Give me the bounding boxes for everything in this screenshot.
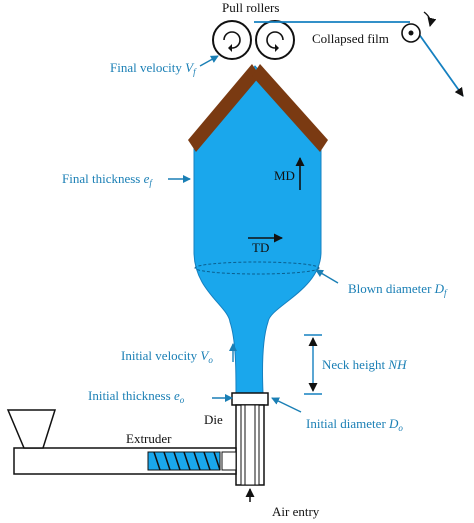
final-thickness-label: Final thickness ef [62, 171, 153, 188]
initial-diameter-arrow [271, 397, 302, 413]
collapsed-film-line-out [415, 29, 464, 97]
pull-rollers-label: Pull rollers [222, 0, 279, 15]
blown-diameter-ellipse [194, 261, 320, 275]
collapsing-board-left [188, 64, 260, 152]
final-velocity-arrow [199, 55, 219, 67]
guide-roller-arrow [423, 11, 437, 27]
hopper [6, 409, 57, 449]
air-entry-label: Air entry [272, 504, 320, 519]
md-label: MD [274, 168, 295, 183]
collapsing-board-right [252, 64, 328, 152]
neck-height-label: Neck height NH [322, 357, 407, 372]
die-label: Die [204, 412, 223, 427]
guide-roller [401, 23, 421, 43]
pull-roller-right [255, 20, 295, 60]
extruder-label: Extruder [126, 431, 172, 446]
td-label: TD [252, 240, 269, 255]
collapsed-film-label: Collapsed film [312, 31, 389, 46]
initial-thickness-label: Initial thickness eo [88, 388, 185, 405]
final-velocity-label: Final velocity Vf [110, 60, 197, 77]
blown-diameter-label: Blown diameter Df [348, 281, 448, 298]
pull-roller-left [212, 20, 252, 60]
blown-diameter-arrow [315, 269, 339, 284]
initial-velocity-label: Initial velocity Vo [121, 348, 213, 365]
extruder-screw [147, 451, 221, 471]
initial-diameter-label: Initial diameter Do [306, 416, 403, 433]
die [231, 392, 269, 486]
